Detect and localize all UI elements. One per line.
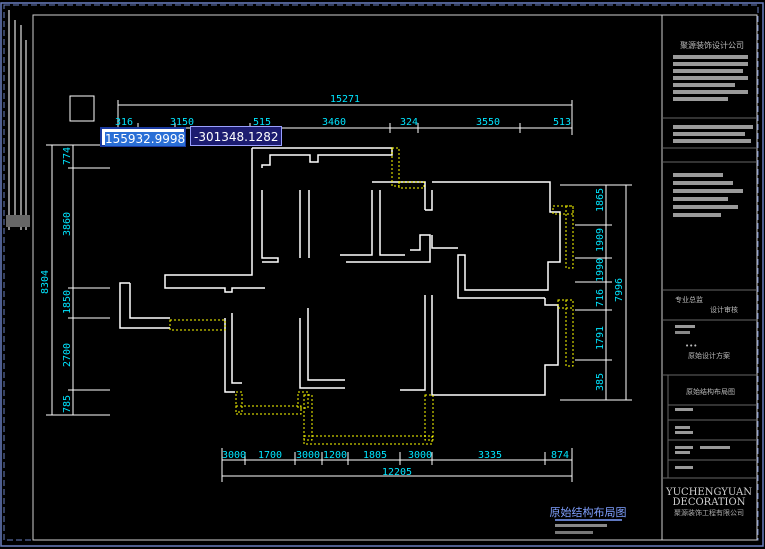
left-dim-4: 2700 (62, 343, 73, 367)
bottom-dim-2: 1700 (258, 450, 282, 461)
left-dim-1: 774 (62, 147, 73, 165)
left-dim-3: 1850 (62, 290, 73, 314)
dynamic-input-y-coordinate[interactable]: -301348.1282 (190, 126, 282, 146)
top-dim-6: 3550 (476, 117, 500, 128)
title-block: 聚源装饰设计公司 专业总监 (662, 40, 757, 517)
sheet-name: 原始结构布局图 (686, 387, 735, 396)
design-review-label: 设计审核 (710, 305, 738, 314)
bottom-dimension-text: 3000 1700 3000 1200 1805 3000 3335 874 1… (222, 450, 569, 478)
left-dim-5: 785 (62, 395, 73, 413)
right-dim-3: 1990 (595, 258, 606, 282)
bottom-dim-8: 874 (551, 450, 569, 461)
top-total-dimension: 15271 (330, 94, 360, 105)
left-dim-2: 3860 (62, 212, 73, 236)
left-binding-strip (6, 10, 30, 230)
drawing-title-block: 原始结构布局图 (550, 505, 627, 534)
left-total-dimension: 8304 (40, 270, 51, 294)
top-dim-1: 316 (115, 117, 133, 128)
right-total-dimension: 7996 (614, 278, 625, 302)
bottom-total-dimension: 12205 (382, 467, 412, 478)
bottom-dim-3: 3000 (296, 450, 320, 461)
top-dim-2: 3150 (170, 117, 194, 128)
dynamic-input-x-coordinate[interactable]: 155932.9998 (100, 127, 186, 147)
drawing-border (32, 14, 758, 541)
specialty-director-label: 专业总监 (675, 295, 703, 304)
top-dim-3: 515 (253, 117, 271, 128)
scheme-label: 原始设计方案 (688, 351, 730, 360)
right-dimension-text: 7996 1865 1909 1990 716 1791 385 (595, 188, 625, 391)
bottom-dim-1: 3000 (222, 450, 246, 461)
right-dim-1: 1865 (595, 188, 606, 212)
hatched-walls (169, 147, 574, 445)
top-dim-7: 513 (553, 117, 571, 128)
bottom-dim-6: 3000 (408, 450, 432, 461)
company-full-name: 聚源装饰工程有限公司 (674, 508, 744, 517)
right-dim-4: 716 (595, 289, 606, 307)
left-dimension-lines (46, 144, 110, 416)
left-dimension-text: 8304 774 3860 1850 2700 785 (40, 147, 73, 413)
right-dim-6: 385 (595, 373, 606, 391)
right-dim-5: 1791 (595, 326, 606, 350)
viewcube-box[interactable] (69, 95, 95, 122)
top-dim-5: 324 (400, 117, 418, 128)
floor-plan-walls[interactable] (119, 147, 561, 396)
x-coordinate-value: 155932.9998 (105, 132, 186, 146)
bottom-dim-5: 1805 (363, 450, 387, 461)
top-dim-4: 3460 (322, 117, 346, 128)
logo-line-1: YUCHENGYUAN (665, 487, 752, 498)
project-note: ••• (685, 342, 697, 350)
title-block-company: 聚源装饰设计公司 (680, 40, 744, 50)
right-dimension-lines (560, 184, 632, 401)
bottom-dim-4: 1200 (323, 450, 347, 461)
bottom-dimension-lines (221, 448, 573, 482)
right-dim-2: 1909 (595, 228, 606, 252)
drawing-title: 原始结构布局图 (550, 505, 627, 519)
bottom-dim-7: 3335 (478, 450, 502, 461)
logo-line-2: DECORATION (673, 497, 746, 508)
top-dimension-text: 15271 316 3150 515 3460 324 3550 513 (115, 94, 571, 128)
